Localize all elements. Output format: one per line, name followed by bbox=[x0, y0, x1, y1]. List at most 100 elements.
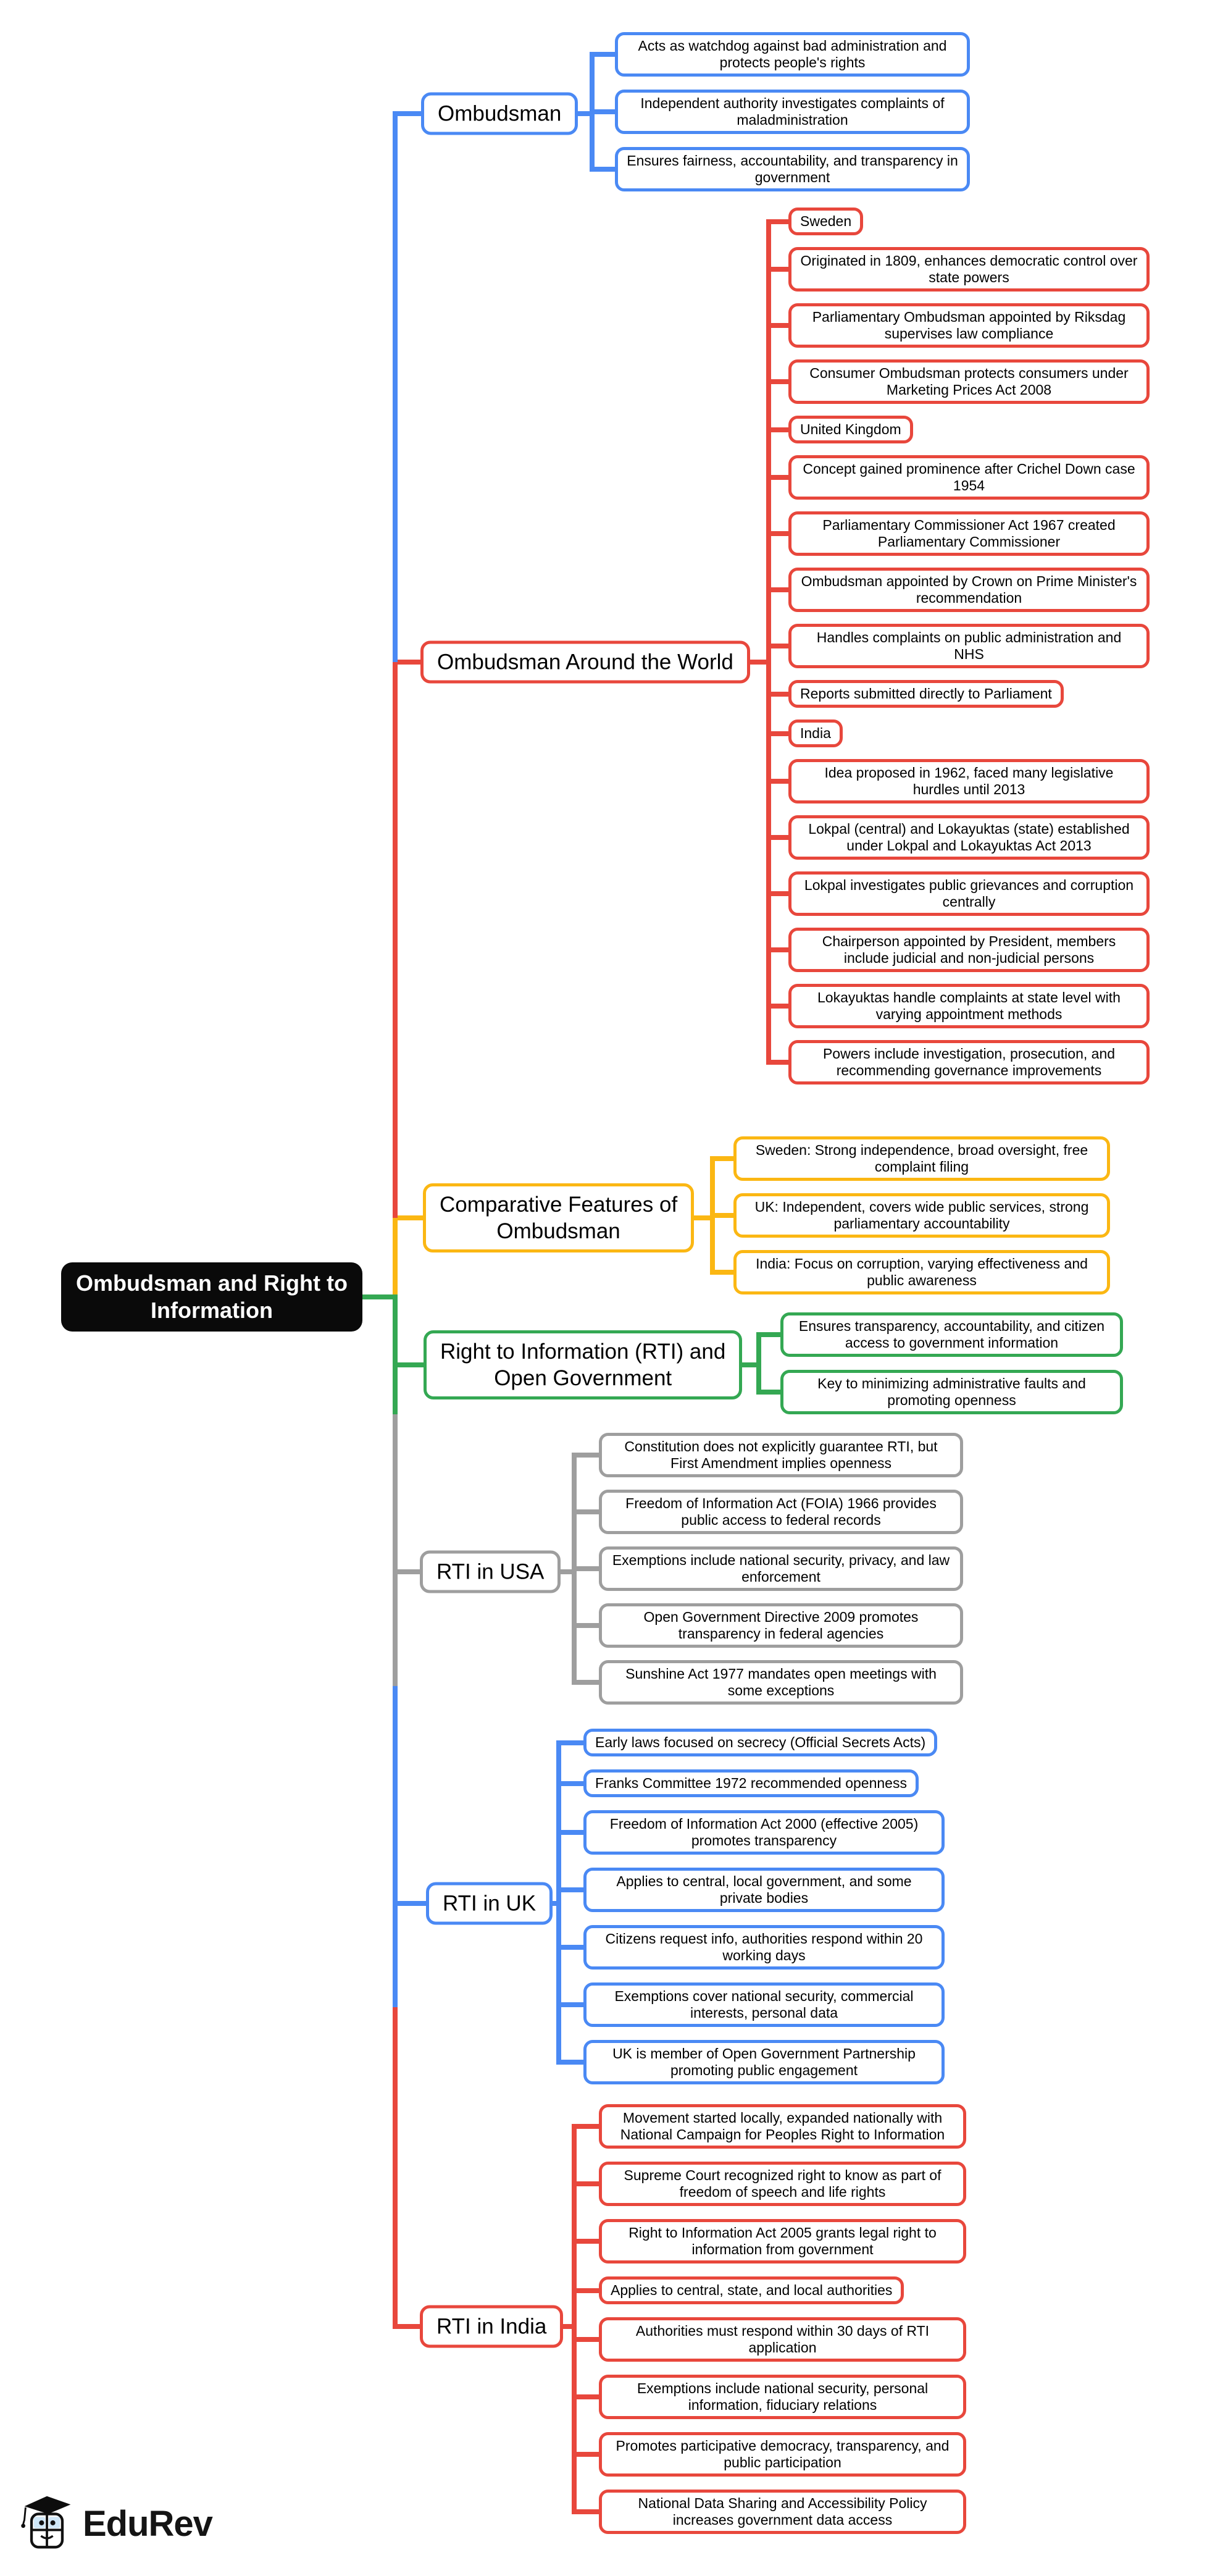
connector-line bbox=[393, 1218, 398, 1297]
connector-line bbox=[766, 475, 791, 480]
leaf-node: Parliamentary Ombudsman appointed by Rik… bbox=[788, 303, 1150, 348]
leaf-node: Handles complaints on public administrat… bbox=[788, 624, 1150, 668]
branch-node-rti-india: RTI in India bbox=[420, 2305, 564, 2348]
leaf-node: Franks Committee 1972 recommended openne… bbox=[583, 1769, 919, 1797]
connector-line bbox=[393, 1362, 425, 1367]
leaf-node: Ombudsman appointed by Crown on Prime Mi… bbox=[788, 568, 1150, 612]
children-of-rti-usa: Constitution does not explicitly guarant… bbox=[599, 1433, 963, 1705]
leaf-node: Exemptions include national security, pr… bbox=[599, 1546, 963, 1591]
leaf-node: Powers include investigation, prosecutio… bbox=[788, 1040, 1150, 1085]
connector-line bbox=[572, 1566, 601, 1571]
connector-line bbox=[393, 2324, 422, 2329]
connector-line bbox=[766, 219, 791, 224]
connector-line bbox=[556, 1740, 586, 1745]
connector-line bbox=[556, 1887, 586, 1892]
leaf-node: Idea proposed in 1962, faced many legisl… bbox=[788, 759, 1150, 803]
children-of-rti-open-government: Ensures transparency, accountability, an… bbox=[780, 1312, 1123, 1414]
connector-line bbox=[393, 1297, 398, 1414]
connector-line bbox=[393, 1414, 398, 1686]
leaf-node: National Data Sharing and Accessibility … bbox=[599, 2490, 966, 2534]
leaf-node: Sunshine Act 1977 mandates open meetings… bbox=[599, 1660, 963, 1705]
branch-node-rti-uk: RTI in UK bbox=[426, 1882, 553, 1925]
leaf-node: Freedom of Information Act (FOIA) 1966 p… bbox=[599, 1490, 963, 1534]
leaf-node: UK: Independent, covers wide public serv… bbox=[733, 1193, 1110, 1238]
leaf-node: Applies to central, local government, an… bbox=[583, 1868, 945, 1912]
children-of-ombudsman: Acts as watchdog against bad administrat… bbox=[615, 32, 970, 191]
leaf-node: Applies to central, state, and local aut… bbox=[599, 2276, 904, 2304]
leaf-node: Key to minimizing administrative faults … bbox=[780, 1370, 1123, 1414]
connector-line bbox=[766, 531, 791, 536]
connector-line bbox=[572, 2509, 601, 2514]
leaf-node: Exemptions cover national security, comm… bbox=[583, 1982, 945, 2027]
connector-line bbox=[710, 1156, 736, 1161]
connector-line bbox=[766, 947, 791, 952]
connector-line bbox=[572, 1455, 577, 1682]
connector-line bbox=[692, 1215, 715, 1220]
connector-line bbox=[590, 167, 617, 172]
connector-line bbox=[393, 1901, 428, 1906]
connector-line bbox=[766, 427, 791, 432]
connector-line bbox=[766, 323, 791, 328]
branch-node-ombudsman: Ombudsman bbox=[421, 92, 578, 135]
leaf-node: Movement started locally, expanded natio… bbox=[599, 2104, 966, 2149]
branch-node-ombudsman-around-the-world: Ombudsman Around the World bbox=[420, 640, 750, 684]
leaf-node: India bbox=[788, 720, 843, 747]
connector-line bbox=[572, 1453, 601, 1458]
connector-line bbox=[559, 1569, 577, 1574]
leaf-node: Concept gained prominence after Crichel … bbox=[788, 455, 1150, 500]
connector-line bbox=[572, 2394, 601, 2399]
leaf-node: Reports submitted directly to Parliament bbox=[788, 680, 1064, 708]
leaf-node: Right to Information Act 2005 grants leg… bbox=[599, 2219, 966, 2263]
children-of-comparative-features: Sweden: Strong independence, broad overs… bbox=[733, 1136, 1110, 1294]
leaf-node: Freedom of Information Act 2000 (effecti… bbox=[583, 1810, 945, 1855]
connector-line bbox=[590, 109, 617, 114]
connector-line bbox=[556, 2060, 586, 2065]
leaf-node: Citizens request info, authorities respo… bbox=[583, 1925, 945, 1970]
leaf-node: Sweden: Strong independence, broad overs… bbox=[733, 1136, 1110, 1181]
connector-line bbox=[561, 2324, 577, 2329]
children-of-rti-uk: Early laws focused on secrecy (Official … bbox=[583, 1729, 945, 2084]
connector-line bbox=[393, 2007, 398, 2329]
connector-line bbox=[766, 731, 791, 736]
edurev-mascot-icon bbox=[17, 2493, 77, 2555]
connector-line bbox=[393, 1686, 398, 2007]
connector-line bbox=[393, 660, 422, 665]
leaf-node: Lokayuktas handle complaints at state le… bbox=[788, 984, 1150, 1028]
leaf-node: Authorities must respond within 30 days … bbox=[599, 2317, 966, 2362]
leaf-node: Ensures transparency, accountability, an… bbox=[780, 1312, 1123, 1357]
connector-line bbox=[572, 2239, 601, 2244]
connector-line bbox=[572, 1680, 601, 1685]
leaf-node: Supreme Court recognized right to know a… bbox=[599, 2162, 966, 2206]
connector-line bbox=[572, 2288, 601, 2293]
connector-line bbox=[393, 662, 398, 1218]
root-node: Ombudsman and Right to Information bbox=[61, 1262, 362, 1332]
connector-line bbox=[556, 1781, 586, 1786]
edurev-logo[interactable]: EduRev bbox=[17, 2493, 213, 2555]
connector-line bbox=[572, 2452, 601, 2457]
leaf-node: Ensures fairness, accountability, and tr… bbox=[615, 147, 970, 191]
leaf-node: Constitution does not explicitly guarant… bbox=[599, 1433, 963, 1477]
branch-node-rti-usa: RTI in USA bbox=[420, 1550, 561, 1593]
connector-line bbox=[766, 267, 791, 272]
leaf-node: Sweden bbox=[788, 208, 864, 235]
connector-line bbox=[756, 1332, 783, 1337]
connector-line bbox=[748, 660, 771, 665]
leaf-node: Early laws focused on secrecy (Official … bbox=[583, 1729, 938, 1756]
leaf-node: Promotes participative democracy, transp… bbox=[599, 2432, 966, 2477]
connector-line bbox=[556, 2002, 586, 2007]
leaf-node: Lokpal (central) and Lokayuktas (state) … bbox=[788, 815, 1150, 860]
leaf-node: UK is member of Open Government Partners… bbox=[583, 2040, 945, 2084]
leaf-node: Chairperson appointed by President, memb… bbox=[788, 928, 1150, 972]
leaf-node: Independent authority investigates compl… bbox=[615, 90, 970, 134]
connector-line bbox=[393, 111, 423, 116]
leaf-node: United Kingdom bbox=[788, 416, 913, 443]
leaf-node: Parliamentary Commissioner Act 1967 crea… bbox=[788, 511, 1150, 556]
connector-line bbox=[572, 2124, 601, 2129]
connector-line bbox=[766, 891, 791, 896]
connector-line bbox=[740, 1362, 761, 1367]
connector-line bbox=[766, 644, 791, 648]
leaf-node: Exemptions include national security, pe… bbox=[599, 2375, 966, 2419]
edurev-logo-text: EduRev bbox=[83, 2504, 213, 2544]
